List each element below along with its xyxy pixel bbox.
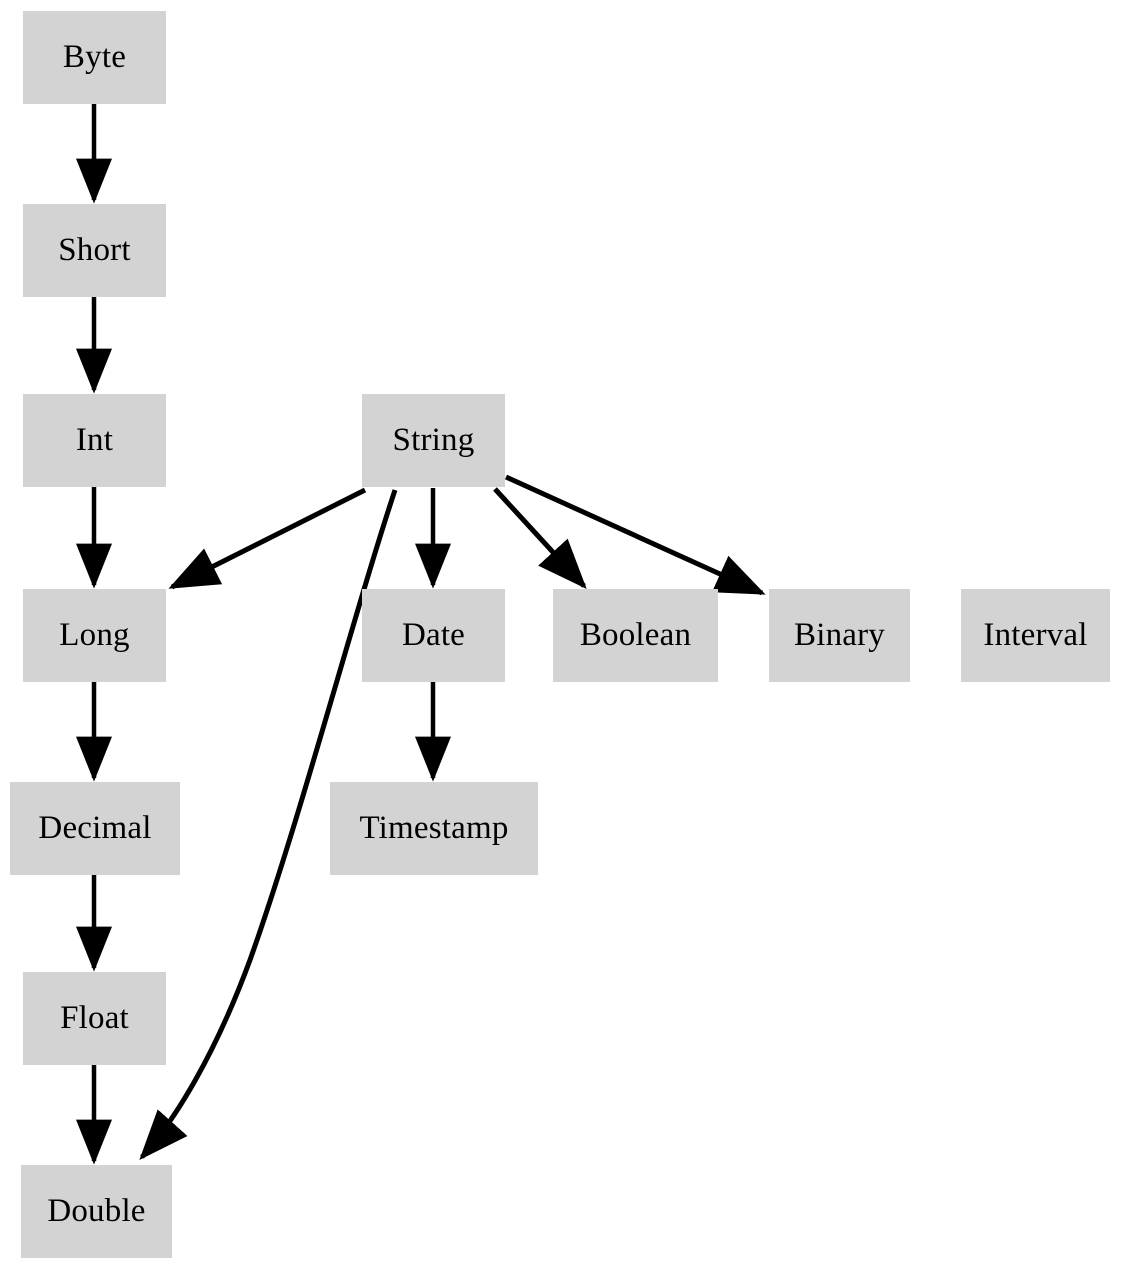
node-decimal[interactable]: Decimal	[10, 782, 180, 875]
node-binary-label: Binary	[793, 617, 885, 653]
node-float[interactable]: Float	[23, 972, 166, 1065]
node-long-label: Long	[59, 617, 130, 653]
edge-string-long	[168, 487, 367, 590]
node-long[interactable]: Long	[23, 589, 166, 682]
node-short[interactable]: Short	[23, 204, 166, 297]
node-date[interactable]: Date	[362, 589, 505, 682]
node-date-label: Date	[401, 617, 466, 653]
node-int-label: Int	[75, 422, 114, 458]
edge-string-boolean	[493, 487, 587, 589]
node-interval[interactable]: Interval	[961, 589, 1110, 682]
node-string[interactable]: String	[362, 394, 505, 487]
node-timestamp-label: Timestamp	[359, 810, 509, 846]
node-byte-label: Byte	[62, 39, 127, 75]
edge-string-binary	[504, 474, 766, 596]
node-byte[interactable]: Byte	[23, 11, 166, 104]
node-double-label: Double	[47, 1193, 146, 1229]
node-int[interactable]: Int	[23, 394, 166, 487]
node-double[interactable]: Double	[21, 1165, 172, 1258]
node-boolean-label: Boolean	[579, 617, 692, 653]
node-binary[interactable]: Binary	[769, 589, 910, 682]
node-boolean[interactable]: Boolean	[553, 589, 718, 682]
node-short-label: Short	[58, 232, 131, 268]
node-float-label: Float	[60, 1000, 129, 1036]
node-interval-label: Interval	[983, 617, 1088, 653]
node-timestamp[interactable]: Timestamp	[330, 782, 538, 875]
node-decimal-label: Decimal	[38, 810, 152, 846]
node-string-label: String	[392, 422, 475, 458]
